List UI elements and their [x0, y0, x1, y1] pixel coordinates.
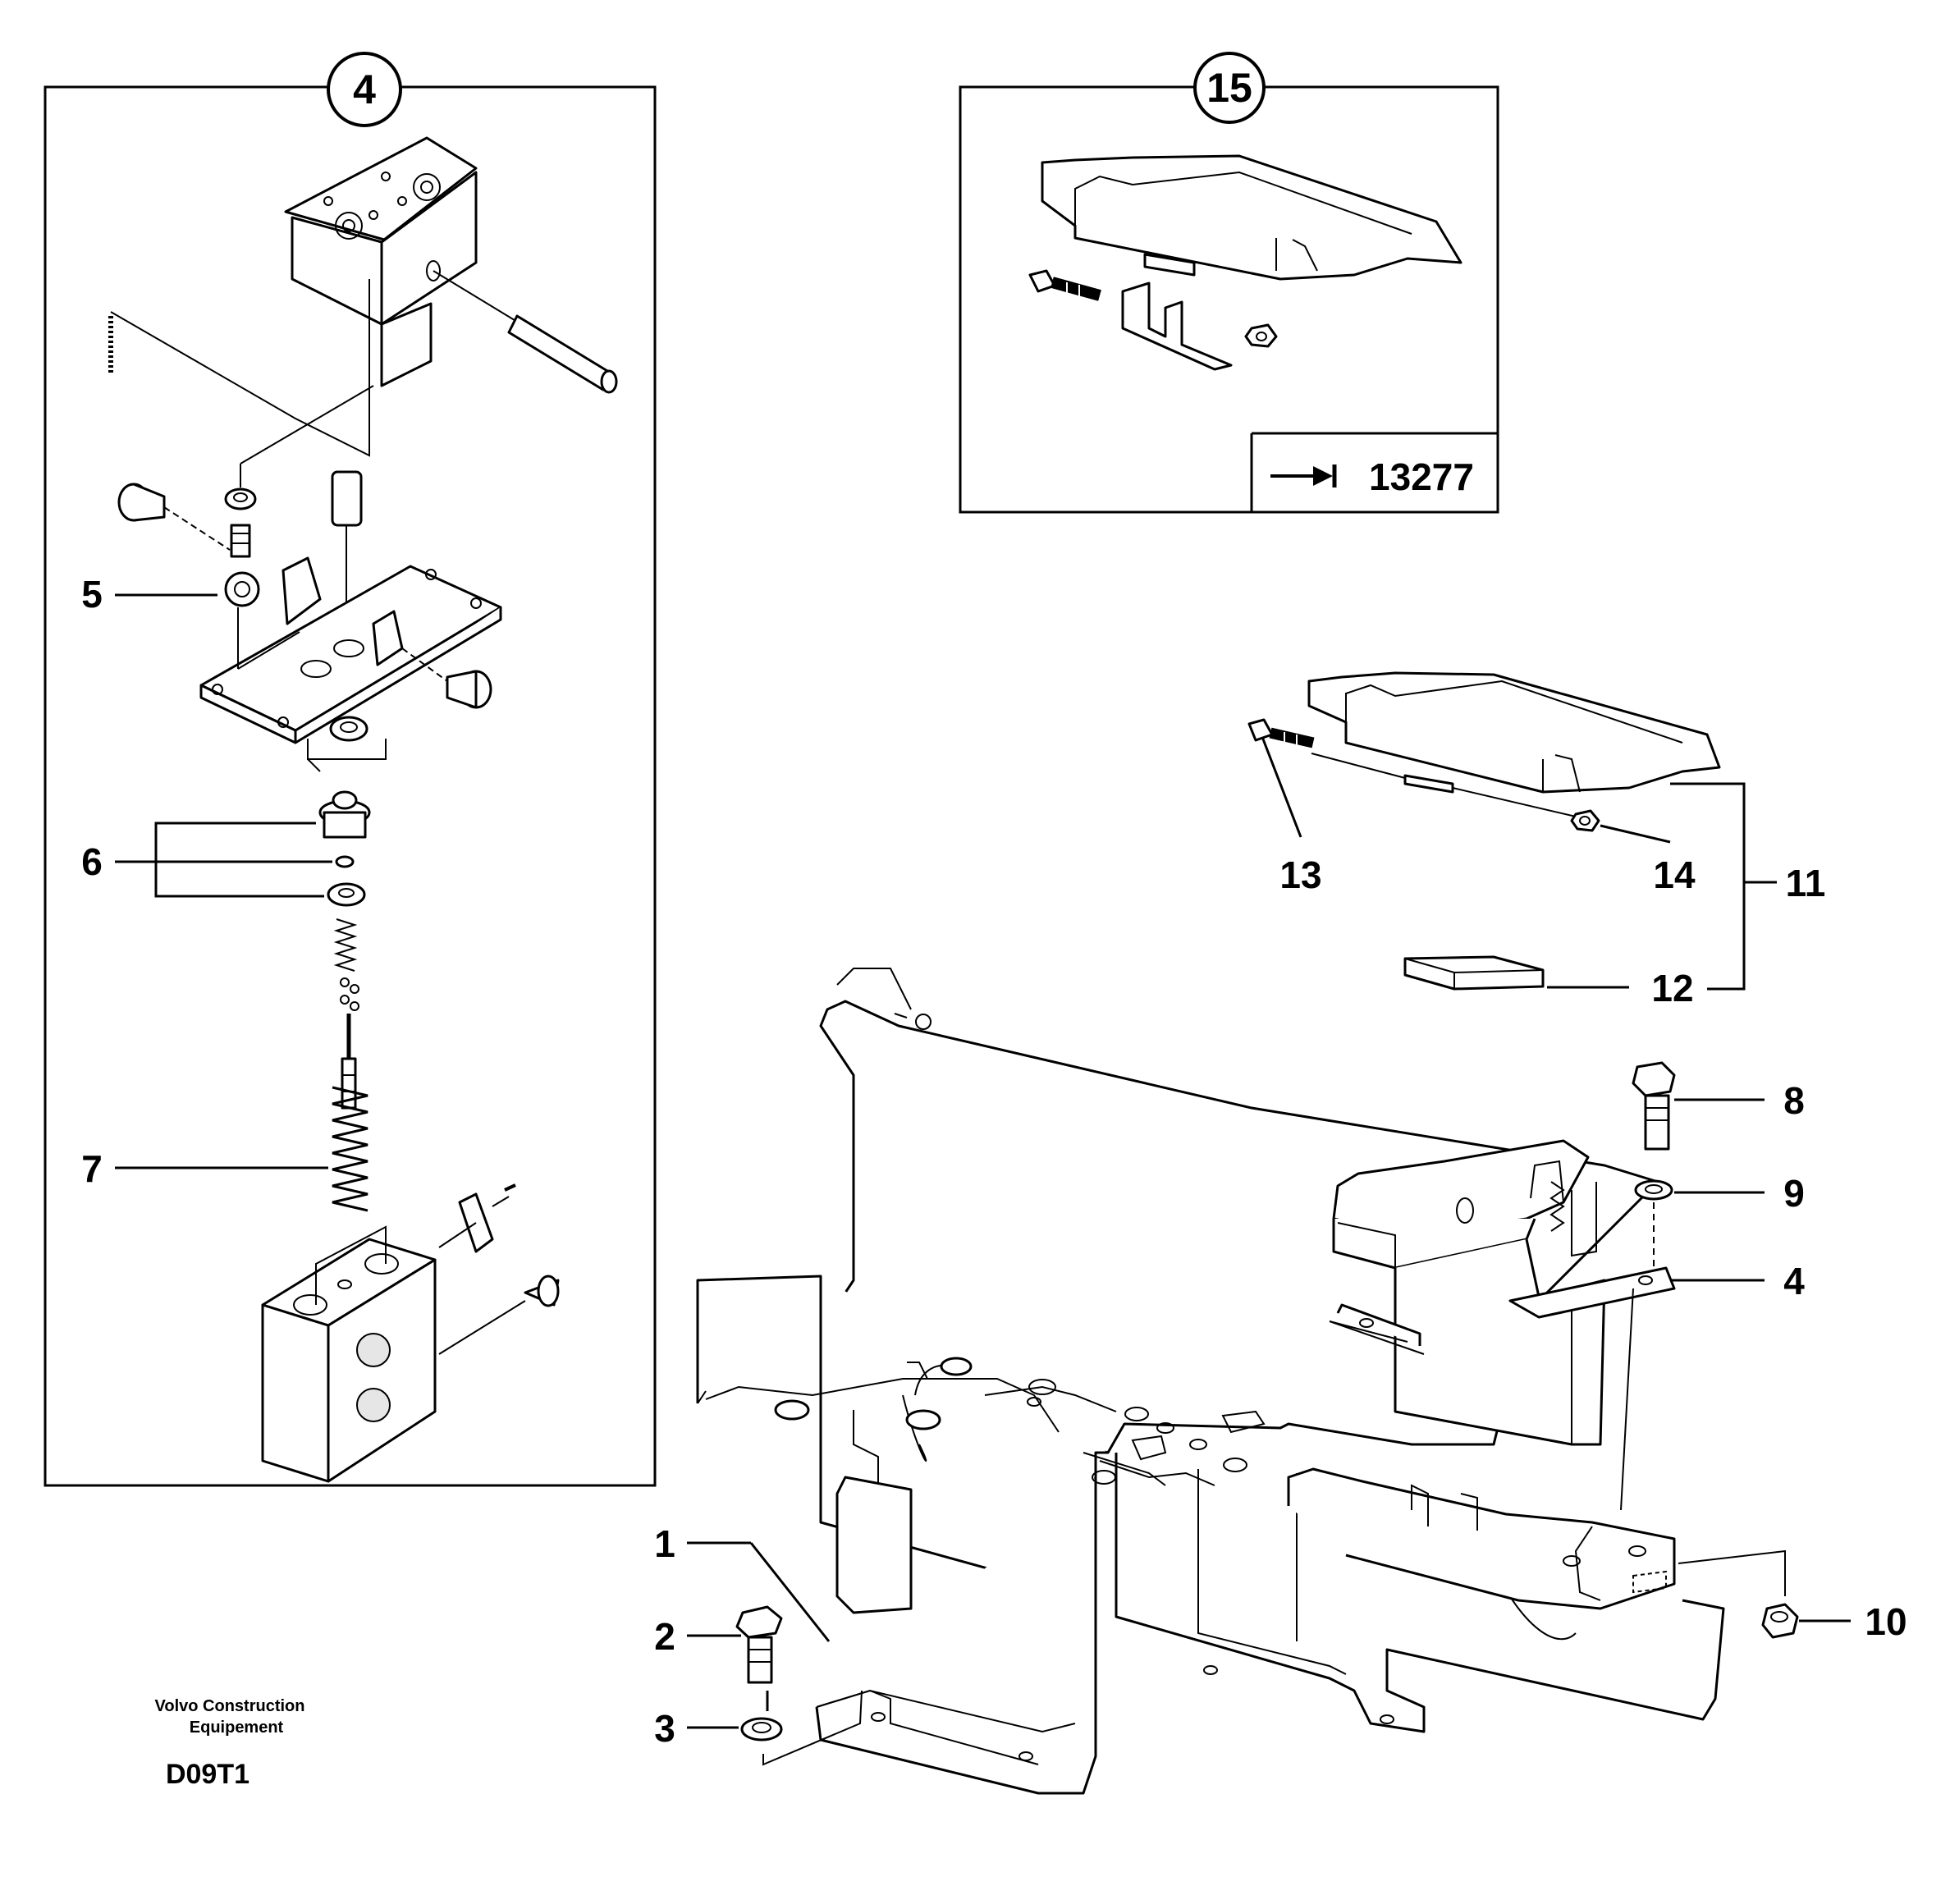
retaining-ring — [335, 855, 355, 868]
hinge-bracket-detail — [1121, 281, 1233, 371]
callout-12: 12 — [1547, 967, 1694, 1009]
callout-4: 4 — [1670, 1260, 1805, 1302]
svg-text:9: 9 — [1783, 1172, 1805, 1215]
brand-line-2: Equipement — [190, 1719, 284, 1737]
svg-text:15: 15 — [1206, 65, 1252, 111]
callout-10: 10 — [1799, 1600, 1907, 1643]
bracket-upper-plate — [697, 1357, 1060, 1433]
callout-1: 1 — [654, 1522, 831, 1642]
detail-15-badge — [1193, 52, 1266, 124]
washer-9 — [1634, 1179, 1673, 1268]
washer-mid — [307, 716, 387, 772]
reference-box: 13277 — [1250, 432, 1498, 512]
small-spring — [333, 918, 358, 972]
hex-bolt — [1247, 718, 1315, 749]
mounting-plate — [199, 556, 502, 744]
main-spring — [332, 1086, 368, 1212]
valve-unit-assembled — [1329, 1139, 1676, 1511]
svg-text:6: 6 — [81, 840, 103, 883]
svg-text:12: 12 — [1651, 967, 1693, 1009]
detail-4-panel: 4 — [43, 52, 657, 1487]
callout-11: 11 — [1670, 782, 1826, 991]
svg-text:10: 10 — [1865, 1600, 1907, 1643]
bushing-left — [117, 483, 231, 551]
callout-14: 14 — [1600, 824, 1696, 896]
bushing-right — [401, 648, 492, 709]
hinge-bracket — [1287, 1467, 1676, 1610]
side-plate — [835, 1476, 913, 1614]
callout-7: 7 — [81, 1147, 328, 1190]
svg-text:8: 8 — [1783, 1079, 1805, 1122]
nut-10 — [1678, 1549, 1799, 1639]
brand-line-1: Volvo Construction — [155, 1697, 305, 1715]
pin — [433, 270, 618, 394]
svg-text:14: 14 — [1653, 854, 1696, 896]
callout-5: 5 — [81, 573, 217, 616]
callout-6: 6 — [81, 822, 332, 898]
callout-2: 2 — [654, 1615, 741, 1658]
screen-plug — [438, 1183, 516, 1253]
nut — [1570, 809, 1600, 832]
valve-plug — [318, 790, 371, 839]
callout-3: 3 — [654, 1707, 739, 1750]
valve-body — [261, 1225, 437, 1483]
footer: Volvo Construction Equipement D09T1 — [155, 1697, 305, 1790]
nut-detail — [1244, 323, 1278, 348]
callout-8: 8 — [1674, 1079, 1805, 1122]
pad — [1403, 955, 1545, 991]
countersunk-screw — [438, 1275, 560, 1355]
drawing-id: D09T1 — [166, 1759, 249, 1790]
washer-top — [224, 385, 374, 510]
callout-13: 13 — [1261, 736, 1322, 896]
hex-bolt-detail — [1028, 269, 1101, 301]
callout-9: 9 — [1674, 1172, 1805, 1215]
detail-15-panel: 15 13277 — [959, 52, 1499, 514]
valve-housing-top — [284, 136, 478, 387]
bolt-2 — [735, 1605, 783, 1711]
svg-text:11: 11 — [1786, 862, 1826, 904]
detail-4-badge-label: 4 — [353, 66, 376, 112]
detail-4-badge — [327, 52, 402, 127]
svg-text:1: 1 — [654, 1522, 675, 1565]
svg-text:3: 3 — [654, 1707, 675, 1750]
mounting-bracket-base — [816, 1665, 1394, 1765]
small-bolt — [230, 524, 251, 558]
spool-stem — [340, 977, 359, 1110]
svg-text:13: 13 — [1279, 854, 1321, 896]
svg-text:4: 4 — [1783, 1260, 1805, 1302]
bolt-8 — [1632, 1061, 1676, 1151]
reference-number: 13277 — [1369, 455, 1474, 498]
svg-text:5: 5 — [81, 573, 103, 616]
cover-assembly — [1307, 671, 1721, 817]
washer-3 — [740, 1690, 863, 1766]
set-screw — [108, 279, 370, 457]
svg-text:2: 2 — [654, 1615, 675, 1658]
cover-plate-detail — [1041, 154, 1462, 281]
seal-ring — [327, 882, 366, 907]
svg-text:7: 7 — [81, 1147, 103, 1190]
